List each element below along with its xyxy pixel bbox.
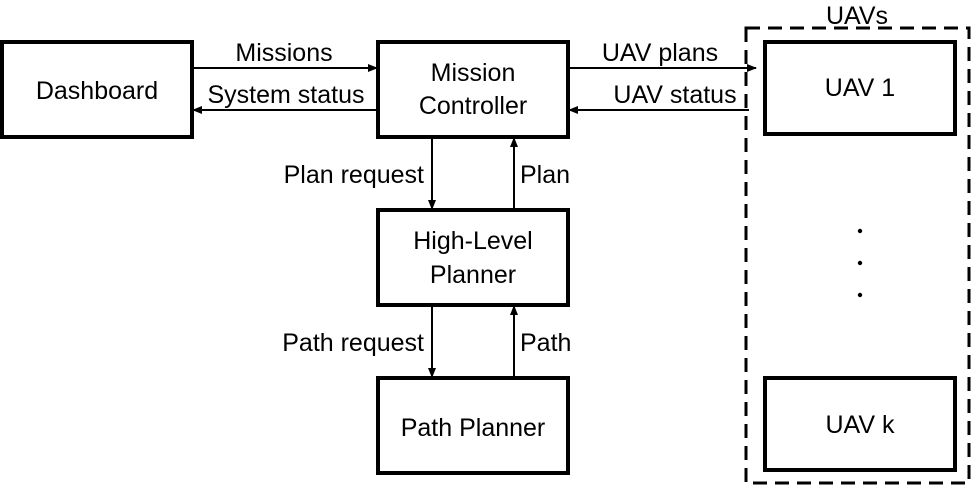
edge-label-missions: Missions [235, 39, 332, 67]
uav-k-box [763, 376, 957, 472]
path-planner-node: Path Planner [376, 376, 570, 475]
uav-group-title: UAVs [826, 2, 888, 30]
ellipsis-dot [857, 292, 863, 298]
uav-1-node: UAV 1 [763, 40, 957, 136]
edge-label-path-request: Path request [282, 329, 424, 357]
edge-label-system-status: System status [208, 81, 365, 109]
dashboard-label: Dashboard [36, 77, 158, 105]
uav-1-label: UAV 1 [825, 74, 895, 102]
uav-group: UAVs [744, 2, 971, 485]
edge-uav-status: UAV status [568, 81, 749, 114]
edge-missions: Missions [192, 39, 378, 72]
edge-label-plan: Plan [520, 161, 570, 189]
ellipsis-dot [857, 228, 863, 234]
mission-controller-node: Mission Controller [376, 40, 570, 139]
uav-group-border [744, 26, 971, 485]
ellipsis-dot [857, 260, 863, 266]
uav-k-label: UAV k [826, 411, 895, 439]
dashboard-box [0, 40, 194, 139]
path-planner-box [376, 376, 570, 475]
mission-controller-label-line2: Controller [419, 92, 527, 120]
uav-ellipsis [857, 228, 863, 298]
uav-k-node: UAV k [763, 376, 957, 472]
high-level-planner-label-line2: Planner [430, 261, 516, 289]
edge-uav-plans: UAV plans [568, 39, 757, 72]
edge-path: Path [510, 305, 571, 378]
edge-label-plan-request: Plan request [284, 161, 424, 189]
high-level-planner-node: High-Level Planner [376, 208, 570, 307]
edge-label-path: Path [520, 329, 571, 357]
edge-path-request: Path request [282, 305, 436, 378]
edge-label-uav-plans: UAV plans [602, 39, 718, 67]
edge-plan-request: Plan request [284, 137, 436, 210]
mission-controller-label-line1: Mission [431, 59, 516, 87]
edge-system-status: System status [192, 81, 378, 114]
dashboard-node: Dashboard [0, 40, 194, 139]
path-planner-label: Path Planner [401, 414, 546, 442]
high-level-planner-label-line1: High-Level [413, 227, 533, 255]
edge-label-uav-status: UAV status [613, 81, 736, 109]
mission-controller-box [376, 40, 570, 139]
uav-1-box [763, 40, 957, 136]
edge-plan: Plan [510, 137, 570, 210]
high-level-planner-box [376, 208, 570, 307]
